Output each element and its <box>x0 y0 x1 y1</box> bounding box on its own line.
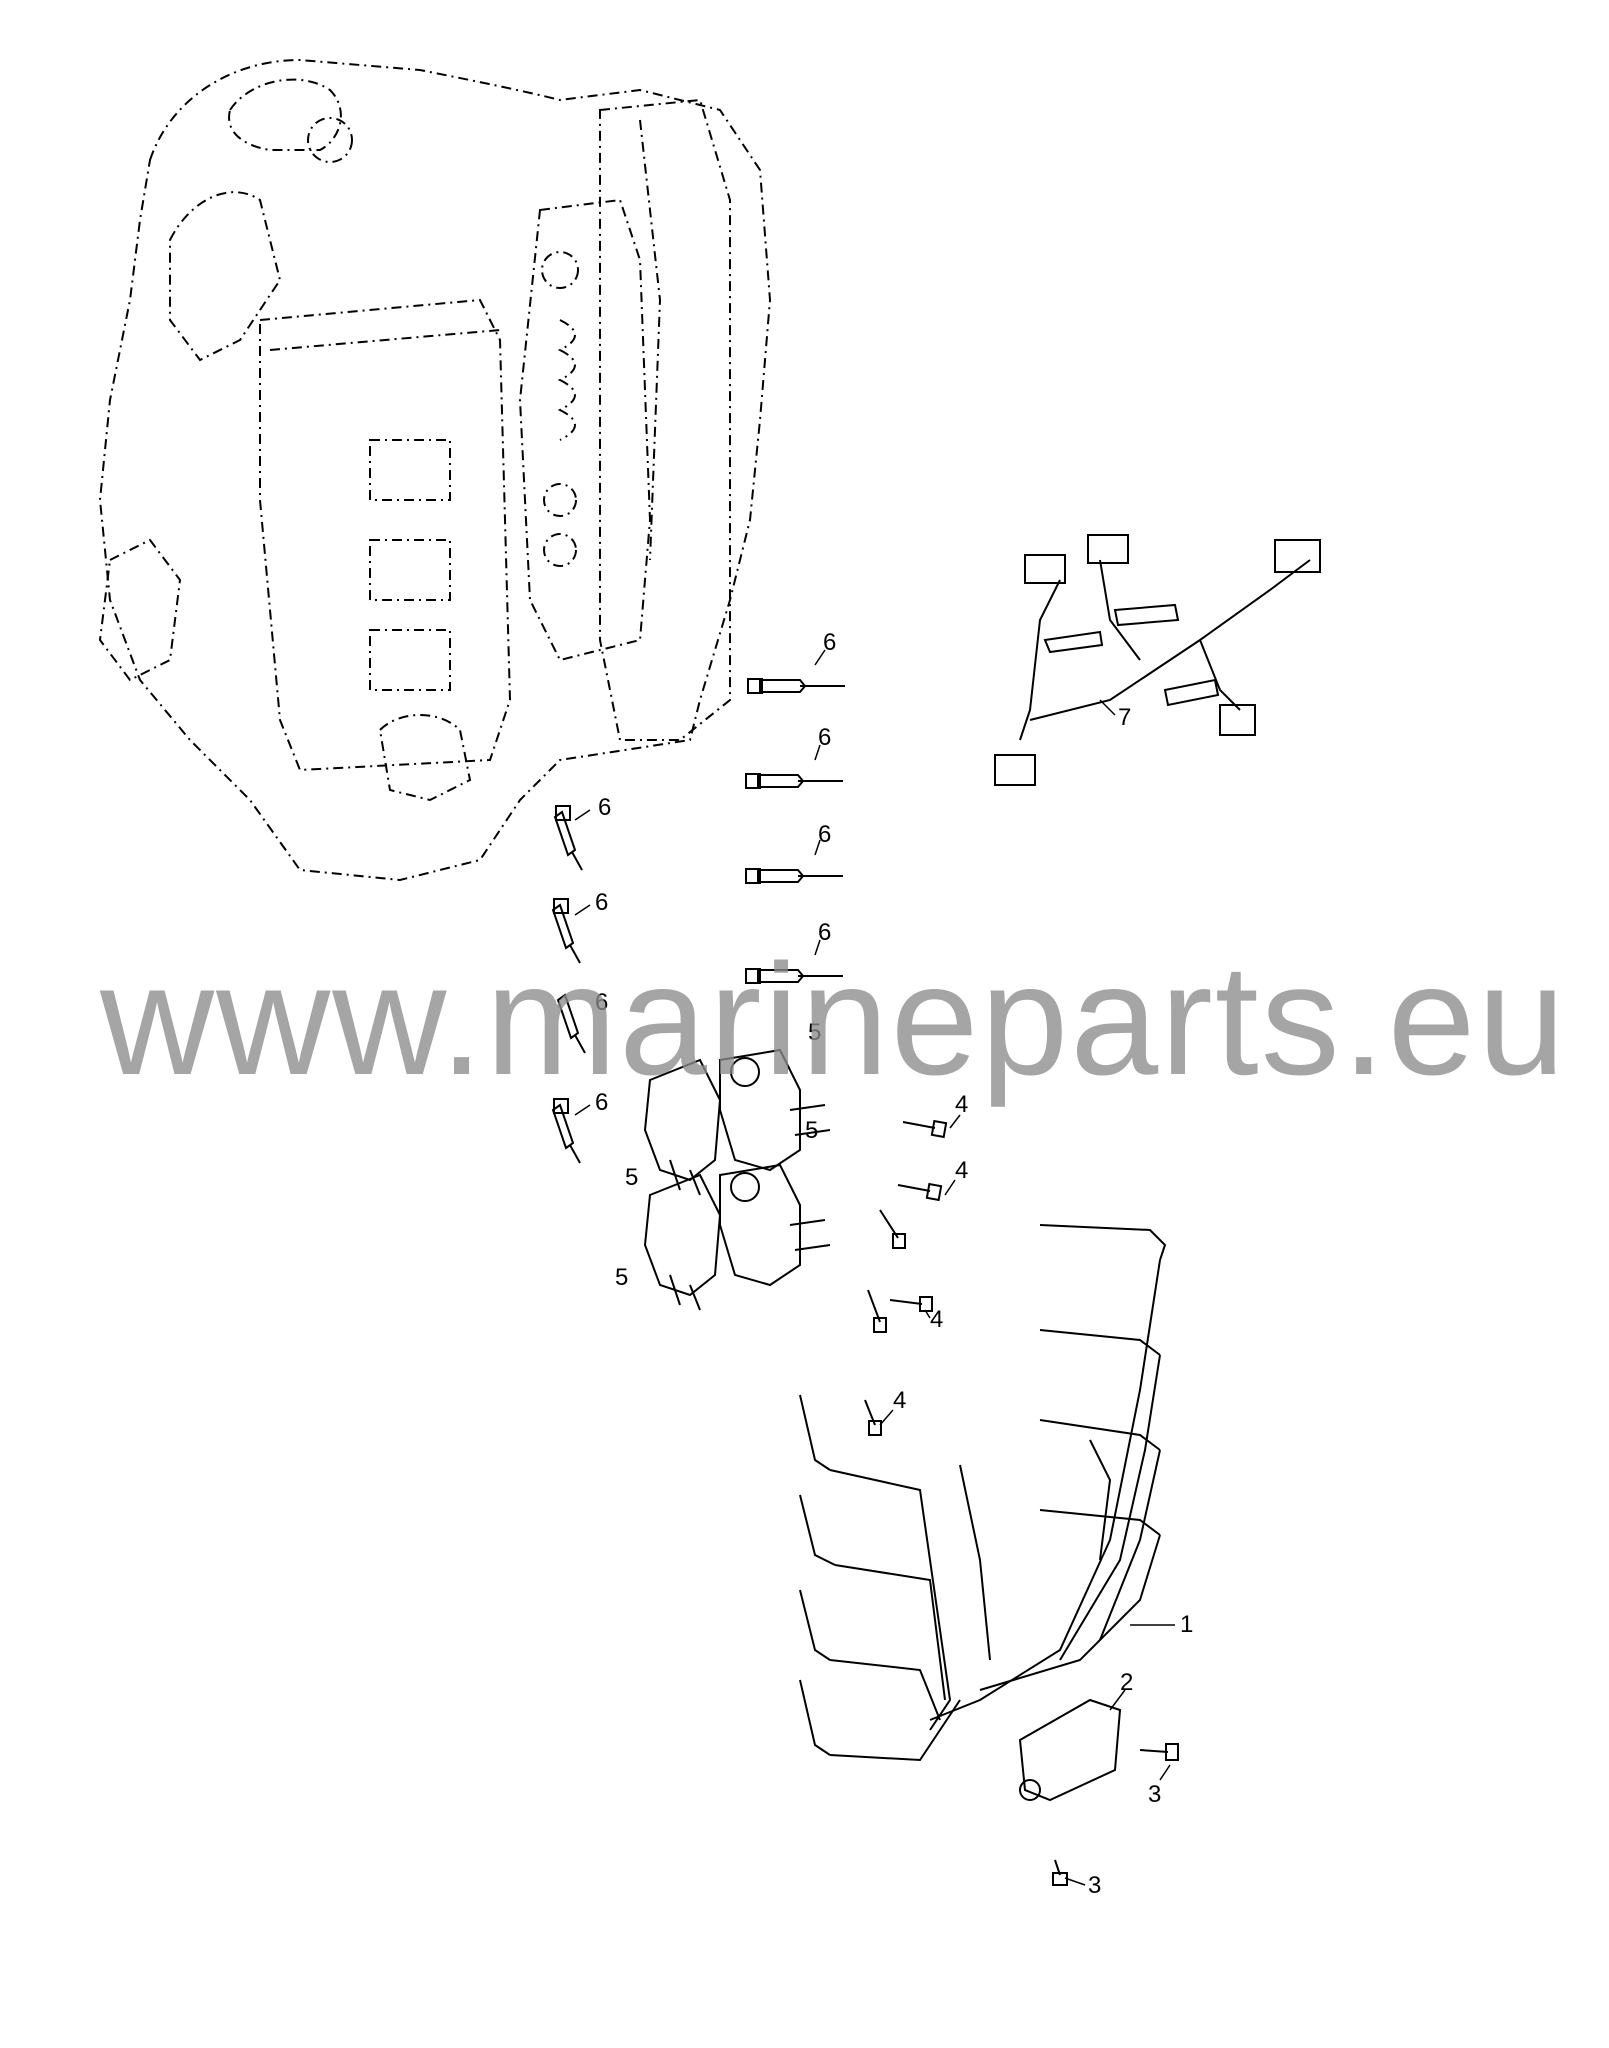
spark-plug-wire-set <box>799 1224 1167 1762</box>
callout-6: 6 <box>595 989 608 1016</box>
spark-plug <box>745 773 843 789</box>
callout-5: 5 <box>805 1117 818 1144</box>
callout-4: 4 <box>930 1306 943 1333</box>
bolt <box>889 1296 933 1312</box>
bolt <box>864 1399 882 1436</box>
callout-5: 5 <box>615 1264 628 1291</box>
bolt <box>902 1119 948 1139</box>
callout-6: 6 <box>823 629 836 656</box>
wiring-harness <box>994 534 1321 786</box>
ignition-coil <box>719 1163 831 1287</box>
spark-plug <box>553 805 583 871</box>
bolt <box>879 1209 906 1249</box>
callout-6: 6 <box>818 724 831 751</box>
callout-2: 2 <box>1120 1669 1133 1696</box>
spark-plug <box>745 868 843 884</box>
screw <box>1139 1743 1179 1761</box>
ignition-coil-group <box>643 1048 831 1311</box>
screw <box>1052 1859 1068 1886</box>
bolt <box>867 1289 887 1333</box>
callout-5: 5 <box>808 1019 821 1046</box>
bolt-group <box>864 1119 948 1436</box>
callout-3: 3 <box>1148 1781 1161 1808</box>
leader-lines <box>574 649 1175 1886</box>
ignition-coil <box>719 1048 831 1172</box>
spark-plug <box>551 1098 581 1164</box>
spark-plug <box>745 968 843 984</box>
callout-6: 6 <box>595 889 608 916</box>
callout-labels: 1 2 3 3 4 4 4 4 5 5 5 5 6 6 6 6 6 6 6 6 … <box>595 629 1193 1899</box>
callout-6: 6 <box>598 794 611 821</box>
spark-plug <box>747 678 845 694</box>
bolt <box>897 1182 943 1202</box>
ignition-coil <box>643 1173 722 1311</box>
callout-4: 4 <box>893 1387 906 1414</box>
callout-6: 6 <box>595 1089 608 1116</box>
wire-bracket <box>1018 1698 1122 1802</box>
callout-4: 4 <box>955 1157 968 1184</box>
callout-3: 3 <box>1088 1872 1101 1899</box>
callout-6: 6 <box>818 821 831 848</box>
engine-block-outline <box>98 58 772 882</box>
spark-plug <box>551 898 581 964</box>
spark-plug-group <box>551 678 845 1164</box>
ignition-coil <box>643 1058 722 1196</box>
callout-6: 6 <box>818 919 831 946</box>
spark-plug <box>556 993 586 1054</box>
callout-1: 1 <box>1180 1611 1193 1638</box>
callout-4: 4 <box>955 1091 968 1118</box>
callout-7: 7 <box>1118 704 1131 731</box>
callout-5: 5 <box>625 1164 638 1191</box>
